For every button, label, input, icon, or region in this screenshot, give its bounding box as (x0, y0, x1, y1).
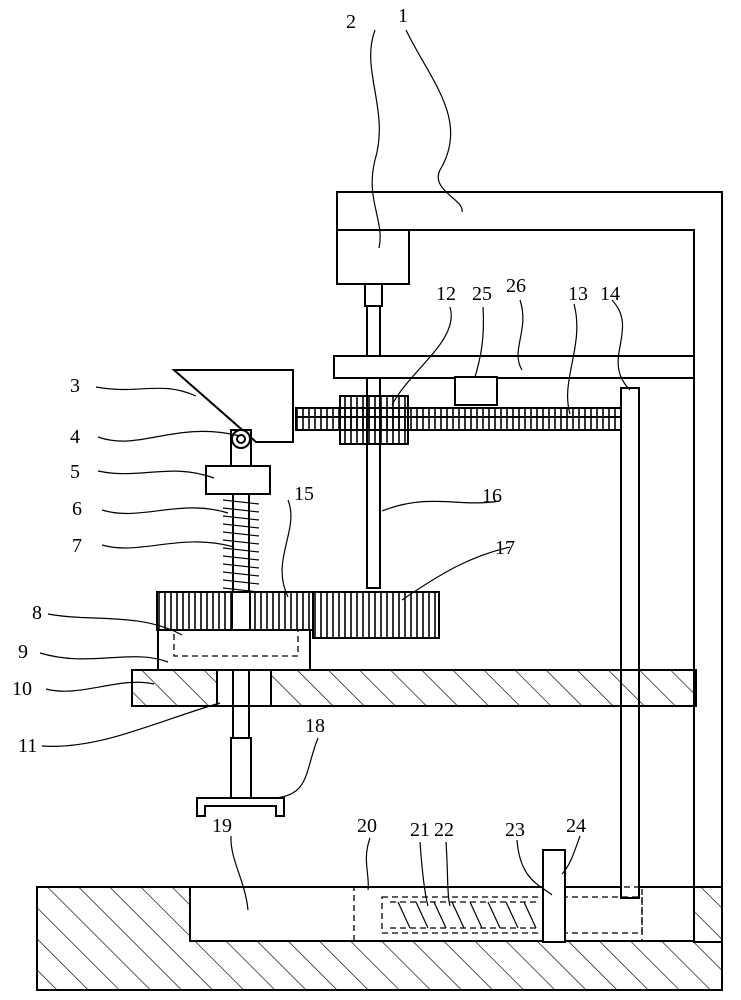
label-5: 5 (70, 461, 80, 483)
small-gear (312, 591, 440, 639)
label-24: 24 (566, 815, 586, 837)
hopper (171, 369, 294, 443)
frame (336, 191, 723, 943)
label-12: 12 (436, 283, 456, 305)
clamp (196, 737, 285, 817)
label-17: 17 (495, 537, 515, 559)
label-16: 16 (482, 485, 502, 507)
label-4: 4 (70, 426, 80, 448)
label-3: 3 (70, 375, 80, 397)
pinion-gear (339, 395, 409, 445)
label-11: 11 (18, 735, 37, 757)
label-15: 15 (294, 483, 314, 505)
label-1: 1 (398, 5, 408, 27)
large-gear (156, 591, 314, 631)
leader-lines (39, 29, 631, 911)
vertical-rod (620, 387, 640, 899)
plate (131, 669, 697, 707)
part-labels: 2 1 3 4 5 6 7 8 9 10 11 12 13 14 15 16 1… (12, 5, 620, 841)
label-23: 23 (505, 819, 525, 841)
label-10: 10 (12, 678, 32, 700)
label-18: 18 (305, 715, 325, 737)
guide-rail (333, 355, 695, 406)
label-7: 7 (72, 535, 82, 557)
label-13: 13 (568, 283, 588, 305)
hinge (230, 429, 252, 467)
label-26: 26 (506, 275, 526, 297)
spring-21-22 (390, 901, 540, 929)
label-20: 20 (357, 815, 377, 837)
label-21: 21 (410, 819, 430, 841)
top-block (205, 465, 271, 495)
slide-assembly (353, 849, 643, 943)
label-14: 14 (600, 283, 620, 305)
label-6: 6 (72, 498, 82, 520)
base (36, 886, 723, 991)
label-19: 19 (212, 815, 232, 837)
label-2: 2 (346, 11, 356, 33)
label-9: 9 (18, 641, 28, 663)
label-25: 25 (472, 283, 492, 305)
label-8: 8 (32, 602, 42, 624)
label-22: 22 (434, 819, 454, 841)
bearing-seat (157, 629, 311, 671)
